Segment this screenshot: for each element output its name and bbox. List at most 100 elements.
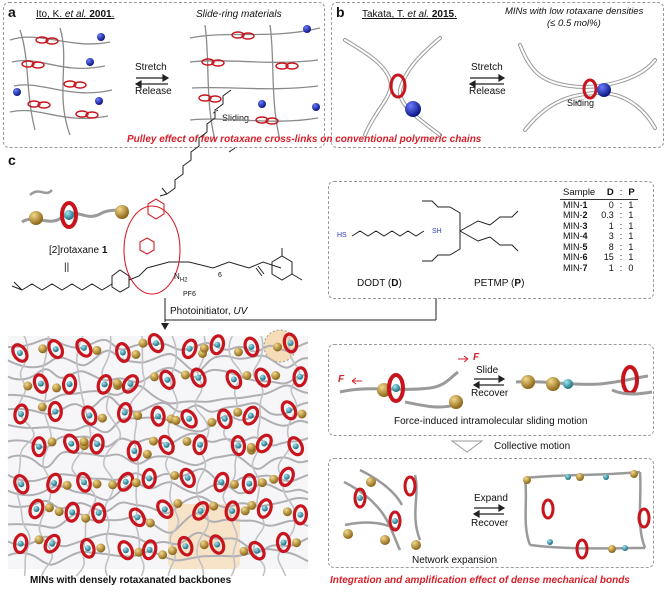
polymer-chain	[7, 451, 309, 470]
stopper-bead	[108, 480, 118, 490]
stopper-bead	[131, 350, 141, 359]
crown-ring	[287, 436, 305, 457]
rotaxane-unit	[96, 374, 113, 395]
expand-illustration	[343, 468, 651, 560]
rotaxane-unit	[76, 471, 92, 493]
ammonium-bead	[195, 374, 202, 381]
crown-ring	[116, 401, 133, 424]
chain-subscript: 6	[218, 272, 222, 279]
rotaxane-unit	[117, 540, 135, 561]
crown-ring	[43, 533, 61, 554]
ammonium-bead	[221, 415, 228, 422]
rotaxane-unit	[292, 366, 308, 388]
crown-ring	[209, 534, 226, 555]
stopper-bead	[246, 442, 256, 452]
ammonium-bead	[131, 448, 138, 454]
crown-ring	[213, 471, 230, 493]
ammonium-bead	[297, 511, 304, 518]
stopper-bead	[269, 474, 279, 484]
d-ratio-cell: 0.3	[601, 210, 614, 220]
crown-ring	[280, 400, 298, 421]
slide-box	[328, 344, 654, 436]
rotaxane-unit	[116, 401, 133, 424]
stopper-bead	[170, 471, 180, 480]
rotaxane-label: [2]rotaxane 1	[49, 245, 108, 256]
crown-ring	[180, 409, 198, 429]
stopper-bead	[79, 437, 89, 447]
bottom-right-caption: Integration and amplification effect of …	[330, 575, 630, 586]
rotaxane-unit	[177, 535, 194, 557]
p-ratio-cell: 1	[628, 220, 634, 231]
rotaxane-unit	[156, 499, 174, 519]
sample-name-cell: MIN-3	[560, 221, 598, 232]
crown-ring	[282, 332, 299, 354]
rotaxane-unit	[81, 405, 98, 426]
monomer-structures	[351, 200, 519, 262]
stopper-bead	[242, 371, 252, 380]
rotaxane-unit	[179, 467, 196, 489]
dodt-sh: SH	[432, 228, 442, 235]
ammonium-bead	[254, 547, 260, 554]
rotaxane-structure	[11, 89, 303, 295]
crown-ring	[63, 433, 80, 454]
ammonium-bead	[280, 539, 287, 546]
expand-box	[328, 458, 654, 568]
sample-name-cell: MIN-5	[560, 242, 598, 253]
ammonium-bead	[37, 380, 44, 387]
banner-ab: Pulley effect of few rotaxane cross-link…	[127, 134, 482, 145]
sample-number: 2	[582, 210, 588, 220]
ammonium-bead	[261, 505, 268, 512]
ammonium-bead	[261, 440, 268, 447]
rotaxane-unit	[11, 343, 29, 363]
polymer-crosslink	[16, 335, 35, 577]
polymer-crosslink	[251, 335, 266, 577]
ammonium-bead	[161, 506, 168, 513]
stopper-bead	[149, 372, 159, 382]
crown-ring	[292, 504, 309, 526]
ammonium-bead	[16, 350, 23, 356]
stopper-bead	[47, 437, 57, 447]
rotaxane-unit	[141, 467, 157, 489]
rotaxane-unit	[243, 336, 260, 358]
sample-name-cell: MIN-2	[560, 210, 598, 221]
crown-ring	[128, 507, 146, 528]
slide-illustration	[339, 355, 653, 409]
rotaxane-unit	[150, 405, 166, 427]
sample-number: 1	[582, 199, 588, 210]
ratio-colon: :	[619, 199, 623, 210]
panel-b-title-line2: (≤ 0.5 mol%)	[547, 18, 601, 29]
crown-ring	[46, 472, 63, 494]
stopper-bead	[62, 480, 72, 490]
crown-ring	[156, 499, 174, 519]
stopper-bead	[52, 383, 62, 393]
ammonium-bead	[51, 480, 58, 486]
stopper-bead	[38, 344, 48, 354]
crown-ring	[76, 471, 92, 493]
panel-a-title: Slide-ring materials	[196, 9, 282, 20]
sample-prefix: MIN-	[563, 210, 583, 220]
crown-ring	[79, 537, 96, 559]
panel-b-illustration	[343, 36, 657, 137]
crown-ring	[158, 434, 175, 456]
panel-a-arrow-bottom: Release	[135, 86, 172, 97]
stopper-bead	[257, 478, 267, 488]
ammonium-bead	[197, 507, 204, 514]
rotaxane-unit	[275, 531, 292, 554]
panel-a-label: a	[8, 4, 16, 20]
table-header-p: P	[625, 187, 638, 200]
rotaxane-unit	[180, 409, 198, 429]
ammonium-bead	[163, 441, 170, 448]
expand-arrow-top: Expand	[474, 493, 508, 504]
stopper-bead	[209, 501, 219, 511]
stopper-bead	[34, 535, 44, 545]
d-ratio-cell: 0	[608, 199, 614, 210]
stopper-bead	[229, 479, 239, 489]
crown-ring	[89, 433, 105, 455]
stopper-bead	[233, 407, 243, 417]
photoinitiator-label: Photoinitiator, UV	[170, 306, 248, 317]
crown-ring	[121, 374, 140, 394]
sample-number: 5	[582, 241, 588, 252]
stopper-bead	[92, 479, 102, 489]
